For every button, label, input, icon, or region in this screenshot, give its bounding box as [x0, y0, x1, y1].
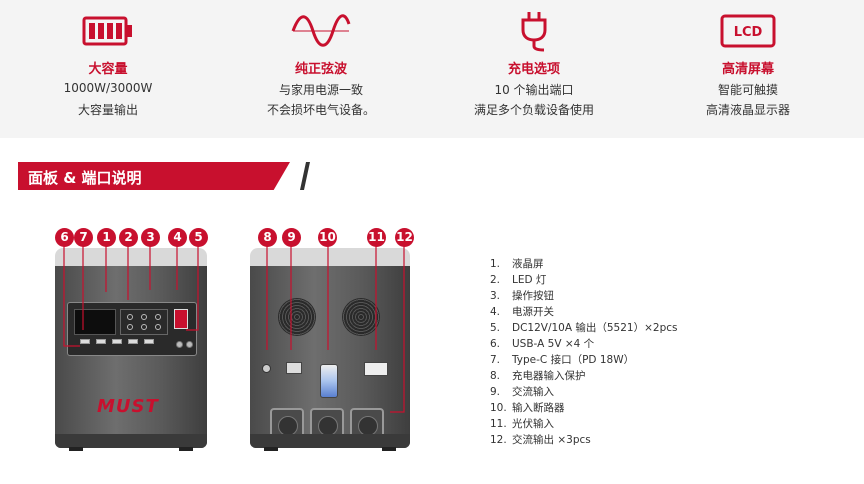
device-foot [69, 447, 83, 451]
marker-8: 8 [258, 228, 277, 247]
operation-button [155, 314, 161, 320]
device-body: MUST [55, 266, 207, 448]
feature-title: 高清屏幕 [721, 62, 774, 77]
marker-6: 6 [55, 228, 74, 247]
legend-item: 12.交流输出 ×3pcs [490, 434, 591, 446]
charger-input-protector [262, 364, 271, 373]
plug-icon [521, 12, 547, 52]
sine-wave-icon [291, 14, 351, 47]
feature-line: 不会损坏电气设备。 [266, 103, 375, 117]
marker-1: 1 [97, 228, 116, 247]
usb-a-port [96, 339, 106, 344]
legend-item: 2.LED 灯 [490, 274, 547, 286]
control-panel [67, 302, 197, 356]
legend-item: 6.USB-A 5V ×4 个 [490, 338, 595, 350]
device-base [55, 434, 207, 448]
feature-line: 与家用电源一致 [278, 83, 363, 97]
device-base [250, 434, 410, 448]
feature-line: 10 个输出端口 [494, 83, 574, 97]
battery-icon [82, 16, 132, 46]
feature-strip: 大容量 1000W/3000W 大容量输出 纯正弦波 与家用电源一致 不会损坏电… [0, 0, 864, 138]
dc-output-port [176, 341, 183, 348]
device-body [250, 266, 410, 448]
marker-10: 10 [318, 228, 337, 247]
led-indicator [127, 324, 133, 330]
marker-7: 7 [74, 228, 93, 247]
legend-item: 10.输入断路器 [490, 402, 565, 414]
legend-item: 8.充电器输入保护 [490, 370, 586, 382]
feature-capacity: 大容量 1000W/3000W 大容量输出 [0, 0, 216, 138]
usb-a-port [144, 339, 154, 344]
marker-3: 3 [141, 228, 160, 247]
marker-11: 11 [367, 228, 386, 247]
device-foot [382, 447, 396, 451]
lcd-icon-text: LCD [734, 25, 763, 40]
legend-item: 11.光伏输入 [490, 418, 554, 430]
feature-title: 充电选项 [507, 62, 560, 77]
marker-5: 5 [189, 228, 208, 247]
button-area [120, 309, 168, 335]
legend-item: 5.DC12V/10A 输出（5521）×2pcs [490, 322, 678, 334]
section-header-slash [300, 162, 310, 190]
dc-output-port [186, 341, 193, 348]
feature-sine-wave: 纯正弦波 与家用电源一致 不会损坏电气设备。 [213, 0, 429, 138]
usb-a-port [128, 339, 138, 344]
brand-logo: MUST [97, 396, 159, 417]
feature-line: 满足多个负载设备使用 [473, 103, 594, 117]
lcd-screen [74, 309, 116, 335]
marker-4: 4 [168, 228, 187, 247]
feature-title: 纯正弦波 [294, 62, 347, 77]
marker-9: 9 [282, 228, 301, 247]
lcd-icon: LCD [720, 14, 776, 48]
operation-button [155, 324, 161, 330]
feature-charging: 充电选项 10 个输出端口 满足多个负载设备使用 [426, 0, 642, 138]
section-header: 面板 & 端口说明 [18, 162, 310, 190]
section-header-bar [18, 162, 290, 190]
feature-line: 智能可触摸 [717, 83, 778, 97]
feature-screen: LCD 高清屏幕 智能可触摸 高清液晶显示器 [640, 0, 856, 138]
device-foot [179, 447, 193, 451]
legend-item: 9.交流输入 [490, 386, 554, 398]
usb-a-port [112, 339, 122, 344]
back-panel-device [250, 248, 410, 451]
led-indicator [127, 314, 133, 320]
operation-button [141, 324, 147, 330]
operation-button [141, 314, 147, 320]
power-switch [174, 309, 188, 329]
section-title: 面板 & 端口说明 [28, 169, 142, 187]
legend-item: 7.Type-C 接口（PD 18W） [490, 354, 635, 366]
feature-line: 1000W/3000W [63, 81, 153, 95]
feature-line: 高清液晶显示器 [705, 103, 790, 117]
cooling-fan [278, 298, 316, 336]
marker-12: 12 [395, 228, 414, 247]
device-foot [264, 447, 278, 451]
input-breaker [320, 364, 338, 398]
port-legend: 1.液晶屏 2.LED 灯 3.操作按钮 4.电源开关 5.DC12V/10A … [490, 256, 750, 448]
legend-item: 3.操作按钮 [490, 290, 554, 302]
legend-item: 1.液晶屏 [490, 258, 544, 270]
marker-2: 2 [119, 228, 138, 247]
feature-title: 大容量 [88, 62, 128, 77]
front-panel-device: MUST [55, 248, 207, 451]
type-c-port [80, 339, 90, 344]
legend-item: 4.电源开关 [490, 306, 554, 318]
ac-input-port [286, 362, 302, 374]
cooling-fan [342, 298, 380, 336]
feature-line: 大容量输出 [77, 103, 138, 117]
pv-input-port [364, 362, 388, 376]
usb-port-row [80, 339, 180, 349]
